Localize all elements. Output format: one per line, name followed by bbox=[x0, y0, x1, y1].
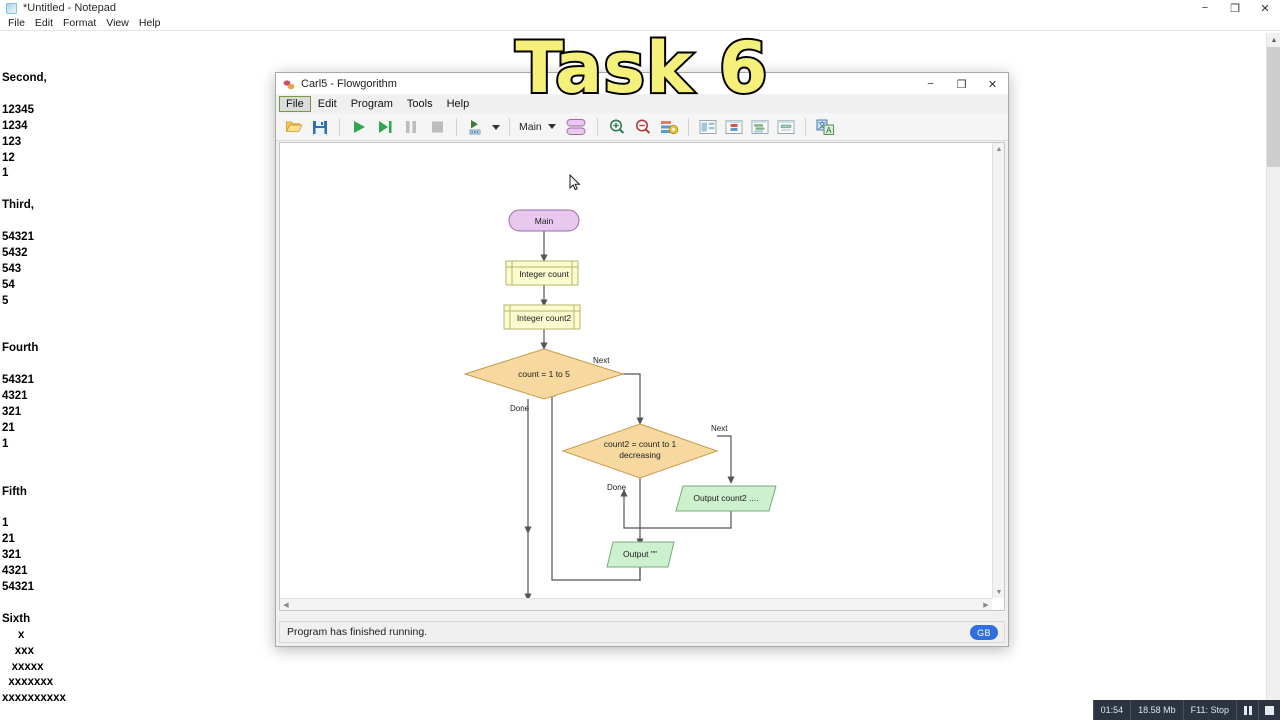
notepad-text-area[interactable]: Second, 12345 1234 123 12 1 Third, 54321… bbox=[2, 72, 66, 705]
notepad-titlebar: *Untitled - Notepad − ❐ ✕ bbox=[0, 0, 1280, 16]
pause-icon[interactable] bbox=[1236, 700, 1258, 720]
flow-node-start[interactable]: Main bbox=[508, 209, 580, 232]
pause-icon bbox=[399, 115, 423, 139]
flow-loop-1-done-label: Done bbox=[510, 404, 530, 413]
flow-loop-1-label: count = 1 to 5 bbox=[518, 369, 570, 379]
toolbar-separator bbox=[804, 117, 806, 136]
mouse-cursor bbox=[569, 173, 581, 192]
canvas-vertical-scrollbar[interactable]: ▲ ▼ bbox=[992, 143, 1004, 598]
chevron-down-icon[interactable] bbox=[547, 124, 556, 129]
task-overlay-title: Task 6 bbox=[513, 25, 769, 111]
breakpoint-dropdown-icon[interactable] bbox=[490, 115, 502, 139]
flow-output-2-label: Output "" bbox=[623, 549, 657, 559]
flowgorithm-menu-help[interactable]: Help bbox=[446, 98, 470, 110]
flow-node-loop-2[interactable]: count2 = count to 1 decreasing bbox=[561, 423, 719, 479]
step-icon[interactable] bbox=[373, 115, 397, 139]
notepad-scrollbar[interactable]: ▲ ▼ bbox=[1266, 33, 1280, 720]
shape-style-icon[interactable] bbox=[562, 115, 590, 139]
flow-node-output-1[interactable]: Output count2 .... bbox=[675, 485, 777, 512]
flowgorithm-menu-tools[interactable]: Tools bbox=[406, 98, 433, 110]
notepad-menu-format[interactable]: Format bbox=[63, 17, 97, 29]
toolbar-separator bbox=[339, 117, 340, 136]
notepad-menu-help[interactable]: Help bbox=[138, 17, 161, 29]
notepad-minimize-button[interactable]: − bbox=[1201, 2, 1209, 14]
flowgorithm-statusbar: Program has finished running. GB bbox=[279, 621, 1005, 643]
flowgorithm-titlebar: Carl5 - Flowgorithm − ❐ ✕ bbox=[276, 73, 1008, 95]
flowgorithm-minimize-button[interactable]: − bbox=[927, 78, 934, 90]
flowchart-canvas[interactable]: Main Integer count Integer count2 bbox=[279, 142, 1005, 611]
notepad-maximize-button[interactable]: ❐ bbox=[1230, 2, 1240, 15]
flowgorithm-menu-edit[interactable]: Edit bbox=[317, 98, 337, 110]
scope-combobox[interactable]: Main bbox=[519, 121, 556, 133]
notepad-title: *Untitled - Notepad bbox=[23, 2, 116, 14]
flowgorithm-menubar: File Edit Program Tools Help bbox=[276, 95, 1008, 113]
svg-text:A: A bbox=[826, 125, 832, 134]
notepad-menu-file[interactable]: File bbox=[8, 17, 25, 29]
language-badge[interactable]: GB bbox=[970, 625, 998, 640]
flowgorithm-title: Carl5 - Flowgorithm bbox=[301, 77, 397, 90]
canvas-scroll-down-icon[interactable]: ▼ bbox=[995, 588, 1003, 596]
flow-node-loop-1[interactable]: count = 1 to 5 bbox=[463, 348, 625, 400]
flowgorithm-window: Carl5 - Flowgorithm − ❐ ✕ File Edit Prog… bbox=[275, 72, 1009, 647]
status-message: Program has finished running. bbox=[287, 626, 428, 638]
notepad-menu-edit[interactable]: Edit bbox=[34, 17, 54, 29]
view-layout-4-icon[interactable] bbox=[774, 115, 798, 139]
flow-loop-2-done-label: Done bbox=[607, 483, 627, 492]
canvas-scroll-right-icon[interactable]: ▶ bbox=[983, 602, 989, 609]
flow-loop-1-next-label: Next bbox=[593, 356, 610, 365]
notepad-scroll-up-icon[interactable]: ▲ bbox=[1270, 36, 1278, 44]
flow-node-declare-1[interactable]: Integer count bbox=[505, 260, 579, 286]
canvas-horizontal-scrollbar[interactable]: ◀ ▶ bbox=[280, 598, 992, 610]
zoom-in-icon[interactable] bbox=[605, 115, 629, 139]
canvas-scroll-up-icon[interactable]: ▲ bbox=[995, 145, 1003, 153]
notepad-close-button[interactable]: ✕ bbox=[1260, 2, 1270, 15]
flowgorithm-menu-file[interactable]: File bbox=[279, 96, 311, 112]
recorder-filesize: 18.58 Mb bbox=[1130, 700, 1183, 720]
flowgorithm-close-button[interactable]: ✕ bbox=[987, 78, 998, 91]
view-layout-3-icon[interactable] bbox=[748, 115, 772, 139]
notepad-icon bbox=[6, 2, 17, 14]
flow-node-declare-2[interactable]: Integer count2 bbox=[503, 304, 581, 330]
toolbar-separator bbox=[687, 117, 689, 136]
notepad-menu-view[interactable]: View bbox=[106, 17, 129, 29]
recorder-elapsed: 01:54 bbox=[1092, 700, 1131, 720]
notepad-window-controls: − ❐ ✕ bbox=[1190, 0, 1280, 16]
toolbar-separator bbox=[509, 117, 510, 136]
flow-node-output-2[interactable]: Output "" bbox=[606, 541, 675, 568]
screen-recorder-bar: 01:54 18.58 Mb F11: Stop bbox=[1092, 700, 1280, 720]
save-icon[interactable] bbox=[308, 115, 332, 139]
flowgorithm-window-controls: − ❐ ✕ bbox=[915, 73, 1008, 95]
flow-declare-2-label: Integer count2 bbox=[517, 313, 572, 323]
stop-icon bbox=[425, 115, 449, 139]
scope-combobox-value: Main bbox=[519, 120, 542, 133]
canvas-scroll-left-icon[interactable]: ◀ bbox=[283, 602, 289, 609]
view-layout-2-icon[interactable] bbox=[722, 115, 746, 139]
notepad-scrollbar-thumb[interactable] bbox=[1267, 47, 1280, 167]
notepad-menubar: File Edit Format View Help bbox=[0, 16, 1280, 31]
breakpoint-icon[interactable] bbox=[464, 115, 488, 139]
flowgorithm-maximize-button[interactable]: ❐ bbox=[956, 78, 967, 91]
open-icon[interactable] bbox=[282, 115, 306, 139]
flowgorithm-app-icon bbox=[283, 78, 295, 90]
stop-icon[interactable] bbox=[1258, 700, 1280, 720]
flow-loop-2-label-line2: decreasing bbox=[619, 450, 661, 460]
flow-loop-2-next-label: Next bbox=[711, 424, 728, 433]
toolbar-separator bbox=[596, 117, 598, 136]
flowgorithm-toolbar: Main bbox=[276, 113, 1008, 141]
run-icon[interactable] bbox=[347, 115, 371, 139]
view-layout-1-icon[interactable] bbox=[696, 115, 720, 139]
flow-declare-1-label: Integer count bbox=[519, 269, 569, 279]
flow-start-label: Main bbox=[535, 216, 554, 226]
flow-output-1-label: Output count2 .... bbox=[693, 493, 758, 503]
flow-loop-2-label-line1: count2 = count to 1 bbox=[604, 439, 677, 449]
variable-watch-icon[interactable] bbox=[657, 115, 681, 139]
zoom-out-icon[interactable] bbox=[631, 115, 655, 139]
recorder-hotkey: F11: Stop bbox=[1182, 700, 1236, 720]
flowgorithm-menu-program[interactable]: Program bbox=[350, 98, 393, 110]
translate-icon[interactable]: 文 A bbox=[813, 115, 837, 139]
svg-text:文: 文 bbox=[818, 119, 826, 129]
flowchart-svg: Main Integer count Integer count2 bbox=[463, 209, 777, 610]
toolbar-separator bbox=[456, 117, 457, 136]
